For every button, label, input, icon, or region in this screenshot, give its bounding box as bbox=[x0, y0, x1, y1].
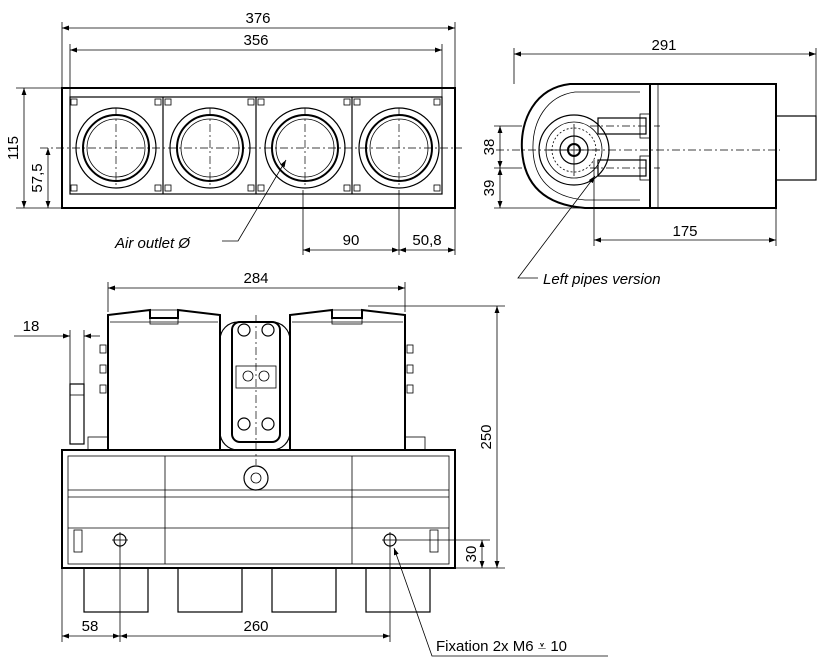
dim-90-label: 90 bbox=[343, 232, 360, 249]
air-outlet-2 bbox=[169, 107, 251, 189]
dim-39-label: 39 bbox=[481, 180, 498, 197]
fixation-point-right bbox=[382, 532, 398, 548]
dim-291-label: 291 bbox=[651, 37, 676, 54]
dim-30-label: 30 bbox=[463, 546, 480, 563]
side-fan-scroll bbox=[520, 83, 650, 209]
air-outlet-1 bbox=[75, 107, 157, 189]
top-view: 284 18 250 30 58 260 Fixation 2x M6 ⩡ 10 bbox=[14, 270, 608, 657]
left-pipes-note: Left pipes version bbox=[543, 271, 661, 288]
side-body bbox=[649, 83, 777, 209]
dim-376-label: 376 bbox=[245, 10, 270, 27]
top-coil-clips bbox=[99, 344, 414, 394]
top-outlet-stubs bbox=[83, 567, 431, 613]
dim-356-label: 356 bbox=[243, 32, 268, 49]
side-pipes bbox=[590, 113, 660, 181]
top-drain-pipe bbox=[69, 383, 85, 445]
top-main-housing bbox=[61, 449, 456, 569]
dim-18-label: 18 bbox=[23, 318, 40, 335]
air-outlet-note: Air outlet Ø bbox=[114, 235, 191, 252]
dim-250-label: 250 bbox=[478, 424, 495, 449]
fixation-leader bbox=[393, 547, 608, 657]
air-outlet-3 bbox=[264, 107, 346, 189]
top-coil-left bbox=[107, 308, 221, 450]
dim-284-label: 284 bbox=[243, 270, 268, 287]
dim-38-label: 38 bbox=[481, 139, 498, 156]
fixation-note: Fixation 2x M6 ⩡ 10 bbox=[436, 638, 567, 655]
left-pipes-leader bbox=[517, 175, 596, 279]
top-center-knob bbox=[243, 465, 269, 491]
side-view: 291 175 38 39 Left pipes version bbox=[481, 37, 817, 288]
dim-57-5-label: 57,5 bbox=[29, 163, 46, 192]
front-view: 376 356 115 57,5 90 50,8 Air outlet Ø bbox=[5, 10, 462, 255]
front-screw-holes bbox=[70, 98, 441, 192]
dim-260-label: 260 bbox=[243, 618, 268, 635]
top-motor-housing bbox=[219, 321, 291, 451]
side-motor-end bbox=[775, 115, 817, 181]
dim-175-label: 175 bbox=[672, 223, 697, 240]
air-outlet-leader bbox=[222, 159, 287, 242]
dim-58-label: 58 bbox=[82, 618, 99, 635]
dim-50-8-label: 50,8 bbox=[412, 232, 441, 249]
dim-115-label: 115 bbox=[5, 136, 22, 160]
top-coil-right bbox=[289, 308, 406, 450]
fixation-point-left bbox=[112, 532, 128, 548]
air-outlet-4 bbox=[358, 107, 440, 189]
